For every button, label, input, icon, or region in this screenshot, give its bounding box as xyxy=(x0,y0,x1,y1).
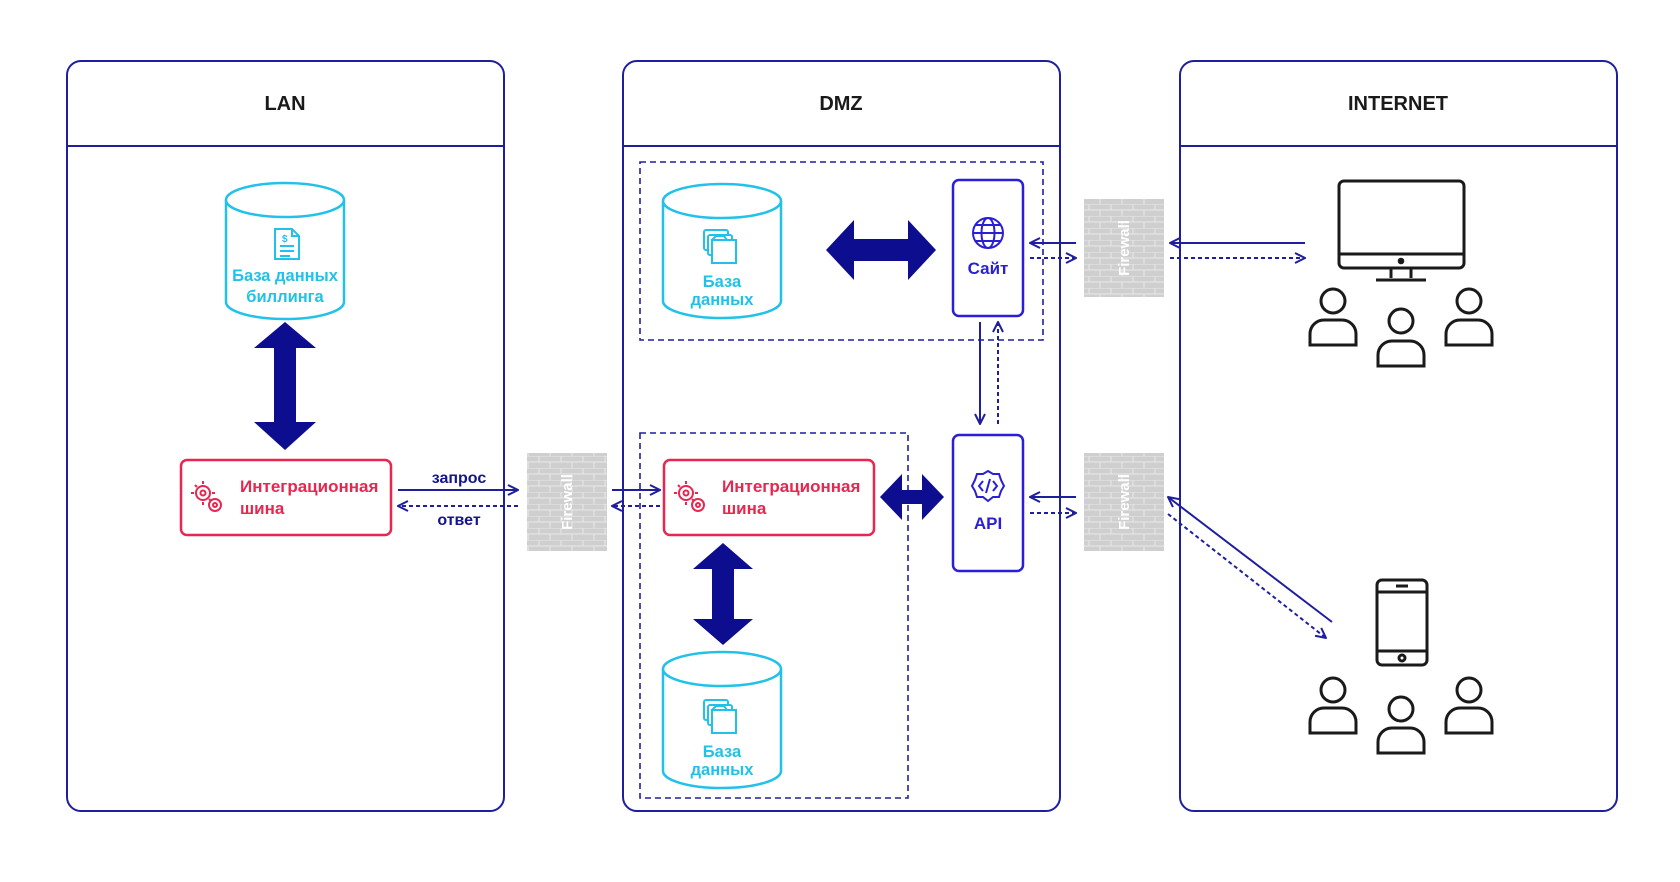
zone-title-dmz: DMZ xyxy=(819,93,862,115)
mobile-phone-icon xyxy=(1375,578,1429,667)
dmz-database-bottom: База данных xyxy=(661,650,783,790)
billing-bus-double-arrow xyxy=(254,322,316,450)
db-site-double-arrow xyxy=(826,220,936,280)
billing-db-label-line2: биллинга xyxy=(246,288,324,306)
dmz-integration-bus: Интеграционная шина xyxy=(662,458,876,537)
response-label: ответ xyxy=(437,512,481,529)
gears-icon xyxy=(674,481,705,512)
folder-icon xyxy=(703,229,737,264)
fw-to-mobile-arrow xyxy=(1167,513,1326,638)
billing-db-label-line1: База данных xyxy=(232,267,339,285)
lan-bus-label-line1: Интеграционная xyxy=(240,477,378,496)
request-label: запрос xyxy=(432,470,487,487)
firewall-site: Firewall xyxy=(1084,199,1164,297)
site-node: Сайт xyxy=(951,178,1025,318)
firewall-label: Firewall xyxy=(1116,220,1133,276)
gears-icon xyxy=(191,481,222,512)
zone-title-lan: LAN xyxy=(264,93,305,115)
mobile-users-icon xyxy=(1308,676,1494,755)
dmz-bus-label-line2: шина xyxy=(722,499,767,518)
desktop-users-icon xyxy=(1308,287,1494,368)
lan-integration-bus: Интеграционная шина xyxy=(179,458,393,537)
dmz-db-bottom-label-line1: База xyxy=(703,743,742,761)
firewall-label: Firewall xyxy=(559,474,576,530)
dmz-db-top-label-line1: База xyxy=(703,273,742,291)
api-label: API xyxy=(974,514,1002,533)
firewall-lan-dmz: Firewall xyxy=(527,453,607,551)
dmz-bus-label-line1: Интеграционная xyxy=(722,477,860,496)
api-node: API xyxy=(951,433,1025,573)
desktop-monitor-icon xyxy=(1337,179,1466,282)
zone-title-internet: INTERNET xyxy=(1348,93,1448,115)
folder-icon xyxy=(703,699,737,734)
globe-icon xyxy=(972,217,1004,249)
svg-text:$: $ xyxy=(282,234,288,245)
invoice-document-icon: $ xyxy=(274,228,300,260)
dmz-database-top: База данных xyxy=(661,182,783,320)
firewall-api: Firewall xyxy=(1084,453,1164,551)
dmz-group-top xyxy=(639,161,1044,341)
site-label: Сайт xyxy=(968,259,1009,278)
zone-internet: INTERNET xyxy=(1179,60,1618,812)
billing-database: $ База данных биллинга xyxy=(224,181,346,321)
dmz-group-bottom xyxy=(639,432,909,799)
dmz-db-bottom-label-line2: данных xyxy=(691,761,755,779)
lan-bus-label-line2: шина xyxy=(240,499,285,518)
firewall-label: Firewall xyxy=(1116,474,1133,530)
bus-db-double-arrow xyxy=(693,543,753,645)
mobile-to-fw-arrow xyxy=(1168,497,1333,623)
dmz-db-top-label-line2: данных xyxy=(691,291,755,309)
code-gear-icon xyxy=(970,469,1006,503)
bus-api-double-arrow xyxy=(880,474,944,520)
